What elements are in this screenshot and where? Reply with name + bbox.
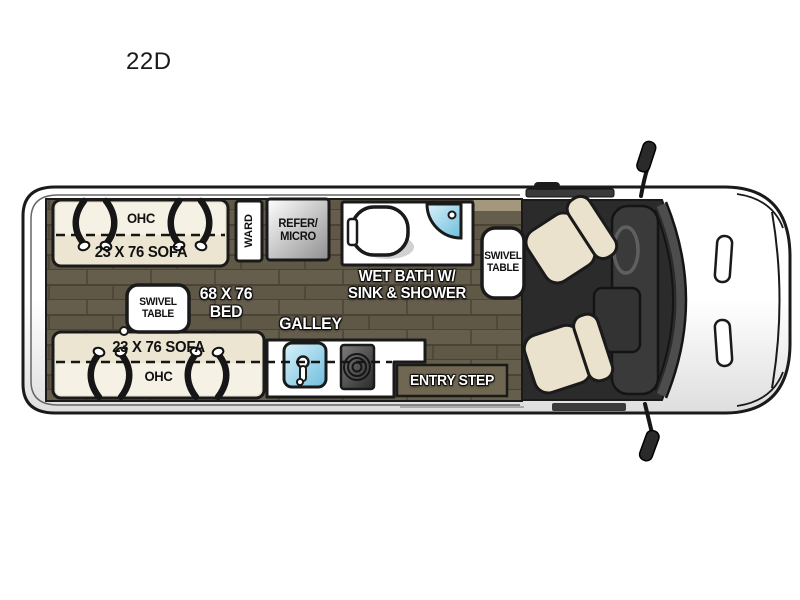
sofa-bottom	[51, 330, 266, 400]
table-mount-dot	[119, 326, 129, 336]
cab-side-window-top	[525, 188, 615, 198]
windshield-inner-edge	[654, 209, 674, 391]
swivel-seat-top	[524, 194, 619, 285]
refrigerator-box	[265, 197, 331, 262]
sofa-top-ohc-label: OHC	[126, 210, 156, 226]
wet-bath-label: WET BATH W/ SINK & SHOWER	[348, 268, 466, 302]
roof-detail	[534, 182, 560, 190]
side-mirror-top	[636, 140, 657, 198]
swivel-table-box-right	[480, 226, 526, 300]
wardrobe-label: WARD	[243, 214, 255, 248]
seatbelt-buckles-bottom	[92, 346, 225, 358]
seatbelts-bottom-sofa	[87, 350, 230, 401]
refrigerator-label: REFER/ MICRO	[278, 215, 318, 243]
front-bumper-line	[771, 211, 781, 389]
model-title: 22D	[126, 48, 172, 75]
sofa-top	[51, 198, 230, 268]
windshield-glass	[656, 203, 686, 397]
burner-ring-outer	[343, 353, 371, 381]
entry-step-box	[395, 363, 509, 398]
cab-side-window-bottom	[552, 403, 626, 411]
sofa-bottom-size-label: 23 X 76 SOFA	[112, 339, 205, 356]
wardrobe-box	[234, 199, 264, 263]
galley-label: GALLEY	[279, 314, 342, 333]
toilet	[350, 205, 410, 257]
swivel-seat-bottom	[522, 312, 615, 395]
seatbelts-top-sofa	[72, 197, 213, 248]
headlight-bottom	[713, 318, 734, 368]
sofa-bottom-ohc-label: OHC	[144, 368, 173, 384]
headlight-top	[713, 234, 734, 284]
burner-ring-mid	[347, 357, 367, 377]
van-inner-wall-line	[30, 194, 520, 406]
swivel-table-label-left: SWIVEL TABLE	[139, 295, 177, 320]
swivel-table-label-right: SWIVEL TABLE	[484, 250, 522, 274]
swivel-table-box-left	[119, 283, 191, 336]
shower-drain	[447, 210, 457, 220]
hood-seam-top	[736, 193, 784, 229]
side-mirror-bottom	[638, 402, 660, 462]
wood-trim-strip	[474, 200, 522, 211]
windshield-outer-edge	[664, 201, 688, 399]
hood-seam-bottom	[736, 371, 784, 407]
wet-bath	[340, 200, 475, 267]
bed-label: 68 X 76 BED	[199, 284, 253, 321]
faucet-tip	[296, 378, 304, 386]
entry-step-label: ENTRY STEP	[409, 371, 495, 389]
seatbelt-buckles-top	[77, 240, 208, 252]
sofa-top-size-label: 23 X 76 SOFA	[94, 244, 188, 261]
toilet-hinge	[346, 217, 359, 247]
